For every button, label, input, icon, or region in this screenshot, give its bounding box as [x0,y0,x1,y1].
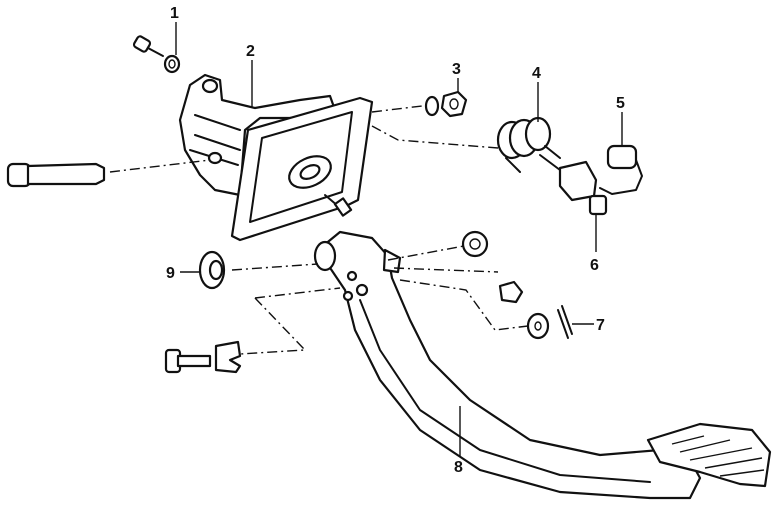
bolt-part-1 [132,35,181,74]
clip-part-7 [557,305,573,339]
bushing-right [461,230,489,258]
callout-5: 5 [616,95,625,112]
return-spring-part-4 [496,116,561,173]
leader-lines [175,22,623,456]
pedal-foot-pad [646,422,772,488]
callout-7: 7 [596,317,605,334]
callout-1: 1 [170,5,179,22]
callout-9: 9 [166,265,175,282]
callout-6: 6 [590,257,599,274]
sensor-plug-part-5 [599,144,643,195]
pedal-bracket-part-2 [178,73,337,197]
mounting-plate [230,96,374,242]
stop-light-switch-part-6 [539,154,608,216]
pedal-lever-part-8 [313,230,702,500]
clevis-pin [164,348,212,374]
callout-2: 2 [246,43,255,60]
washer-right [526,312,550,340]
nut-part-3 [424,90,468,118]
assembly-lines [109,105,529,355]
nut-right [498,280,524,304]
callout-4: 4 [532,65,541,82]
clevis-clip [214,340,242,374]
bushing-part-9 [198,250,226,290]
callout-3: 3 [452,61,461,78]
callout-8: 8 [454,459,463,476]
pivot-pin [6,162,106,188]
